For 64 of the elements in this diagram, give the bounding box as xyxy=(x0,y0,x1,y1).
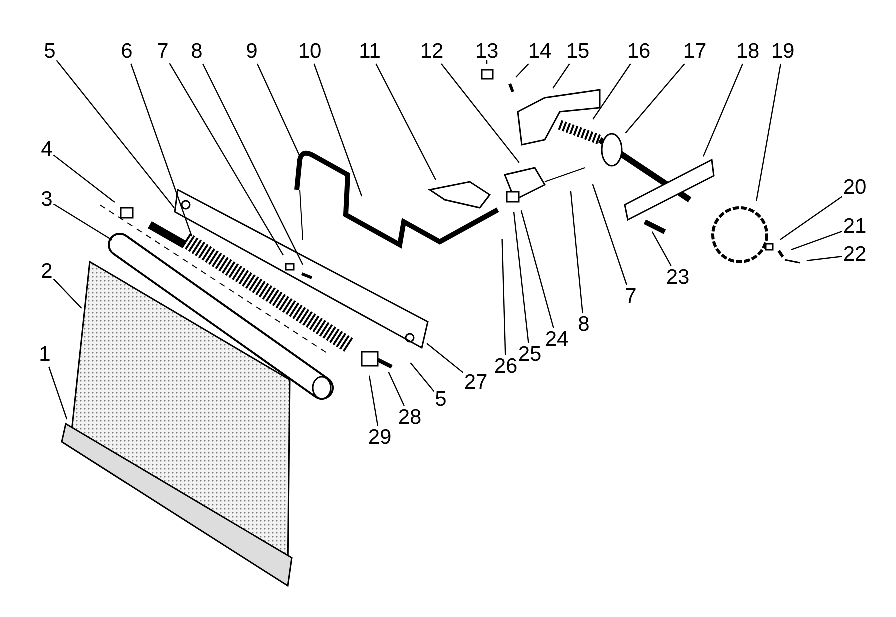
leader-line xyxy=(256,64,300,156)
leader-line xyxy=(53,278,82,309)
callout-number: 8 xyxy=(578,314,590,336)
callout-number: 22 xyxy=(843,244,867,266)
leader-line xyxy=(625,64,686,134)
leader-line xyxy=(756,64,782,202)
leader-line xyxy=(780,196,843,240)
leader-line xyxy=(441,64,520,164)
callout-number: 5 xyxy=(435,389,447,411)
leader-line xyxy=(502,238,506,356)
callout-number: 4 xyxy=(41,139,53,161)
callout-number: 29 xyxy=(368,427,392,449)
leader-line xyxy=(486,60,488,64)
callout-number: 3 xyxy=(41,189,53,211)
leader-line xyxy=(410,362,435,392)
callout-number: 7 xyxy=(625,286,637,308)
leader-line xyxy=(426,343,464,374)
callout-number: 23 xyxy=(666,267,690,289)
leader-line xyxy=(48,366,68,420)
callout-number: 8 xyxy=(191,41,203,63)
callout-number: 16 xyxy=(627,41,651,63)
callout-number: 7 xyxy=(157,41,169,63)
leader-line xyxy=(368,376,379,426)
leader-line xyxy=(552,64,570,89)
callout-number: 2 xyxy=(41,261,53,283)
leader-line xyxy=(388,372,405,406)
leader-line xyxy=(516,64,530,78)
callout-number: 26 xyxy=(494,356,518,378)
leader-line xyxy=(130,64,193,237)
leader-line xyxy=(592,184,628,286)
callout-number: 19 xyxy=(771,41,795,63)
callout-number: 17 xyxy=(683,41,707,63)
callout-number: 14 xyxy=(528,41,552,63)
leader-line xyxy=(806,256,842,262)
leader-line xyxy=(202,64,304,266)
callout-number: 27 xyxy=(464,372,488,394)
callout-number: 10 xyxy=(298,41,322,63)
leader-line xyxy=(376,64,436,180)
callout-number: 5 xyxy=(44,41,56,63)
callout-number: 18 xyxy=(736,41,760,63)
callout-number: 11 xyxy=(359,41,381,63)
leader-line xyxy=(520,210,554,328)
leader-line xyxy=(570,190,584,314)
leader-line xyxy=(169,63,284,256)
callout-number: 20 xyxy=(843,177,867,199)
leader-line xyxy=(652,232,672,266)
leader-line xyxy=(314,64,363,197)
leader-line xyxy=(53,154,116,203)
leader-line xyxy=(56,60,175,208)
callout-number: 25 xyxy=(518,344,542,366)
leader-line xyxy=(791,231,842,250)
leader-line xyxy=(592,64,632,120)
callout-number: 1 xyxy=(39,344,51,366)
callout-number: 28 xyxy=(398,407,422,429)
leader-line xyxy=(53,204,113,241)
callout-number: 12 xyxy=(420,41,444,63)
callout-number: 21 xyxy=(843,216,867,238)
callout-number: 13 xyxy=(475,41,499,63)
callout-number: 6 xyxy=(121,41,133,63)
callout-number: 9 xyxy=(246,41,258,63)
callout-number: 24 xyxy=(545,329,569,351)
callout-number: 15 xyxy=(566,41,590,63)
leader-line xyxy=(513,212,530,344)
leader-line xyxy=(702,64,744,157)
